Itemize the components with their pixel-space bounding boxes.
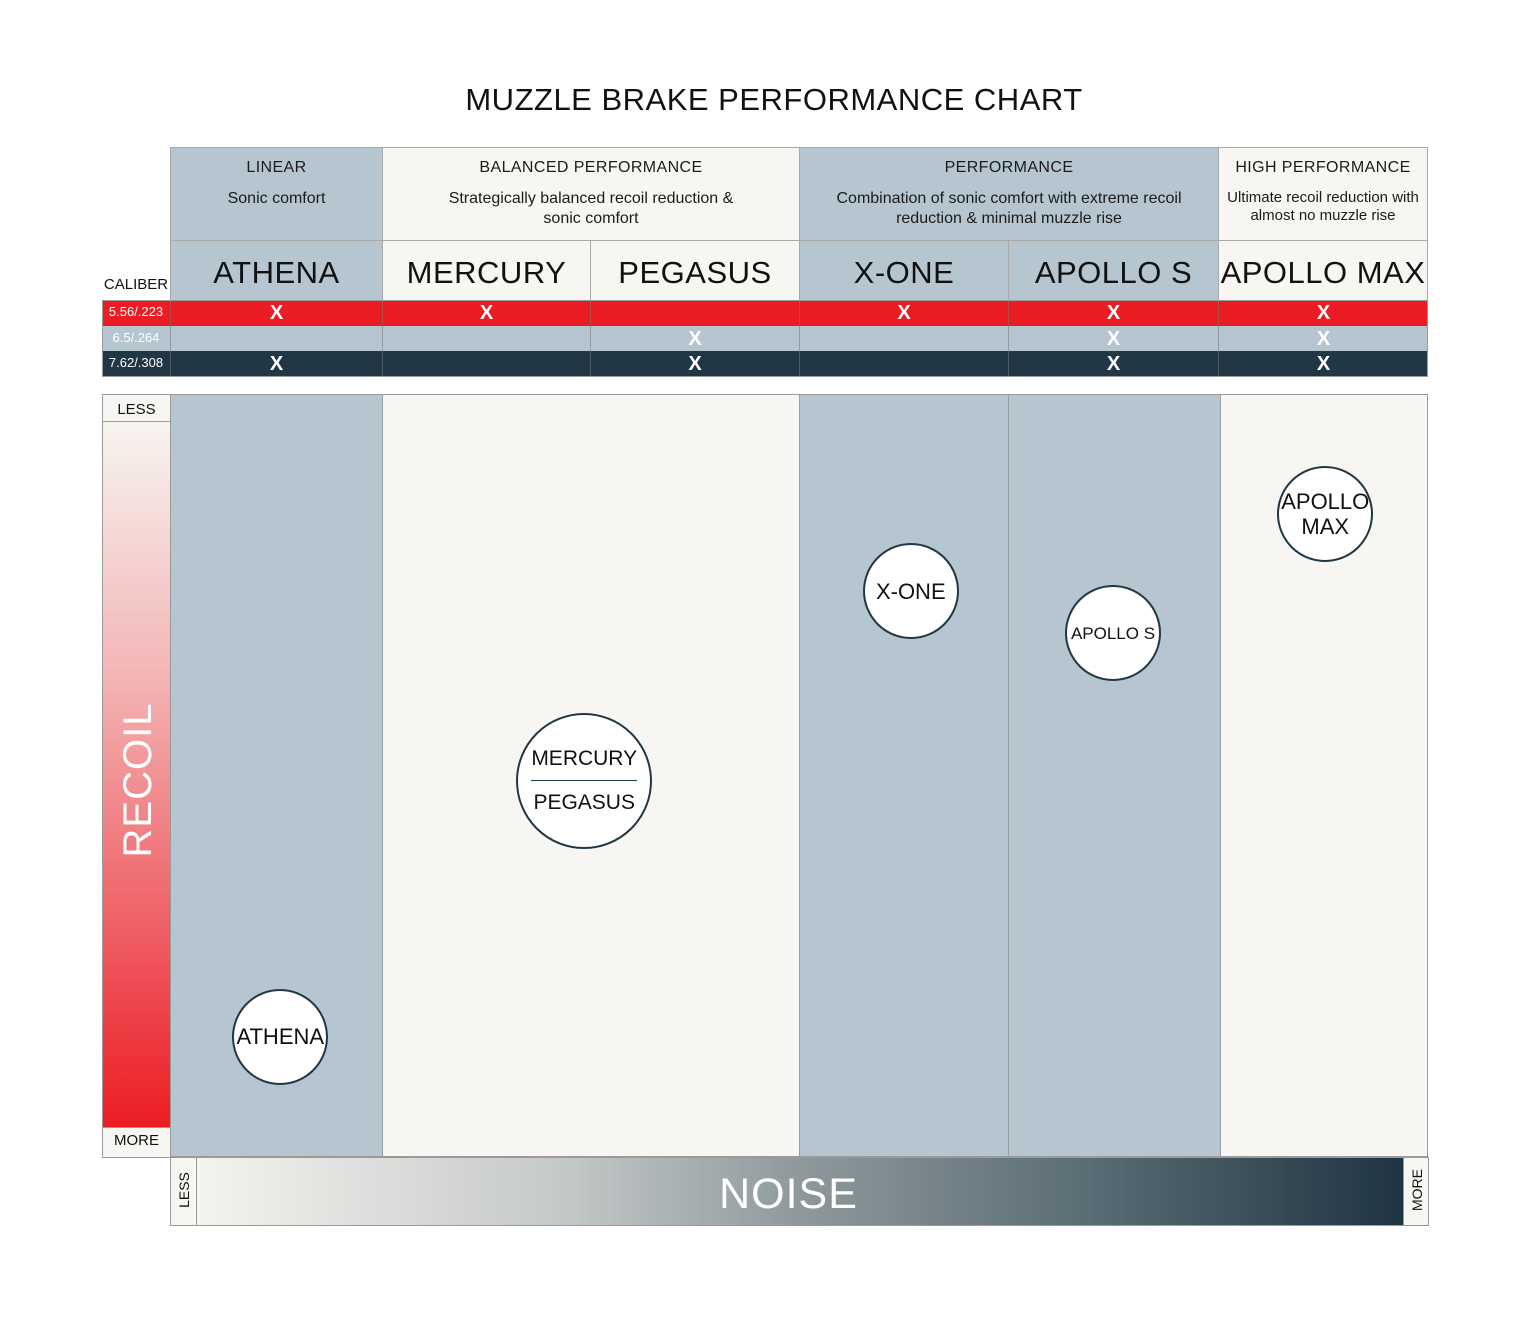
- recoil-less-label: LESS: [103, 395, 170, 422]
- caliber-mark: [382, 326, 590, 351]
- noise-axis-label: NOISE: [719, 1170, 858, 1218]
- caliber-mark: X: [1218, 351, 1428, 377]
- caliber-mark: X: [799, 300, 1008, 326]
- caliber-mark: [799, 326, 1008, 351]
- group-description: Ultimate recoil reduction with almost no…: [1227, 189, 1419, 224]
- group-title: HIGH PERFORMANCE: [1235, 159, 1411, 176]
- recoil-axis-label: RECOIL: [116, 702, 160, 858]
- caliber-row: 6.5/.264 X X X: [102, 326, 1428, 351]
- data-label: ATHENA: [236, 1024, 325, 1050]
- noise-more-label: MORE: [1403, 1158, 1428, 1225]
- label-divider: [531, 779, 638, 781]
- chart-title: MUZZLE BRAKE PERFORMANCE CHART: [465, 82, 1083, 117]
- caliber-mark: [799, 351, 1008, 377]
- product-header-apollo-s: APOLLO S: [1008, 240, 1219, 301]
- caliber-mark: X: [1218, 326, 1428, 351]
- caliber-mark: X: [590, 351, 799, 377]
- caliber-row: 7.62/.308 X X X X: [102, 351, 1428, 377]
- group-balanced-performance: BALANCED PERFORMANCE Strategically balan…: [382, 147, 800, 241]
- caliber-value: 6.5/.264: [112, 330, 160, 345]
- caliber-mark: X: [382, 300, 590, 326]
- recoil-gradient-bar: RECOIL: [103, 422, 170, 1127]
- caliber-mark: X: [170, 351, 382, 377]
- group-linear: LINEAR Sonic comfort: [170, 147, 383, 241]
- noise-gradient-bar: [197, 1158, 1403, 1225]
- data-label: PEGASUS: [533, 790, 635, 814]
- data-point-athena: ATHENA: [232, 988, 329, 1085]
- group-performance: PERFORMANCE Combination of sonic comfort…: [799, 147, 1219, 241]
- data-label: APOLLO S: [1070, 623, 1156, 643]
- data-point-apollo-s: APOLLO S: [1065, 585, 1161, 682]
- group-title: PERFORMANCE: [944, 159, 1074, 176]
- product-header-x-one: X-ONE: [799, 240, 1009, 301]
- caliber-mark: X: [170, 300, 382, 326]
- data-point-mercury-pegasus: MERCURY PEGASUS: [516, 712, 653, 849]
- caliber-mark: [170, 326, 382, 351]
- product-header-athena: ATHENA: [170, 240, 383, 301]
- caliber-value: 7.62/.308: [108, 355, 164, 370]
- caliber-mark: X: [1008, 351, 1218, 377]
- product-header-pegasus: PEGASUS: [590, 240, 800, 301]
- product-header-apollo-max: APOLLO MAX: [1218, 240, 1428, 301]
- noise-axis: LESS NOISE MORE: [170, 1157, 1429, 1226]
- caliber-mark: X: [1218, 300, 1428, 326]
- caliber-value: 5.56/.223: [108, 304, 164, 319]
- group-description: Strategically balanced recoil reduction …: [448, 190, 734, 227]
- caliber-mark: [382, 351, 590, 377]
- caliber-row: 5.56/.223 X X X X X: [102, 300, 1428, 326]
- group-title: BALANCED PERFORMANCE: [479, 159, 703, 176]
- recoil-axis: LESS RECOIL MORE: [102, 394, 171, 1158]
- band-performance-apollo-s: [1009, 395, 1221, 1156]
- recoil-more-label: MORE: [103, 1127, 170, 1157]
- product-header-mercury: MERCURY: [382, 240, 591, 301]
- group-high-performance: HIGH PERFORMANCE Ultimate recoil reducti…: [1218, 147, 1428, 241]
- group-description: Combination of sonic comfort with extrem…: [836, 190, 1182, 227]
- group-description: Sonic comfort: [227, 190, 326, 207]
- caliber-mark: [590, 300, 799, 326]
- data-point-x-one: X-ONE: [862, 543, 959, 640]
- band-performance-x-one: [800, 395, 1009, 1156]
- noise-more-text: MORE: [1409, 1169, 1425, 1211]
- group-title: LINEAR: [246, 159, 307, 176]
- caliber-mark: X: [1008, 300, 1218, 326]
- data-label: MERCURY: [531, 746, 638, 770]
- noise-less-label: LESS: [171, 1158, 197, 1225]
- caliber-mark: X: [1008, 326, 1218, 351]
- data-label: X-ONE: [875, 578, 946, 604]
- caliber-label: CALIBER: [103, 276, 169, 293]
- noise-less-text: LESS: [176, 1172, 192, 1208]
- caliber-mark: X: [590, 326, 799, 351]
